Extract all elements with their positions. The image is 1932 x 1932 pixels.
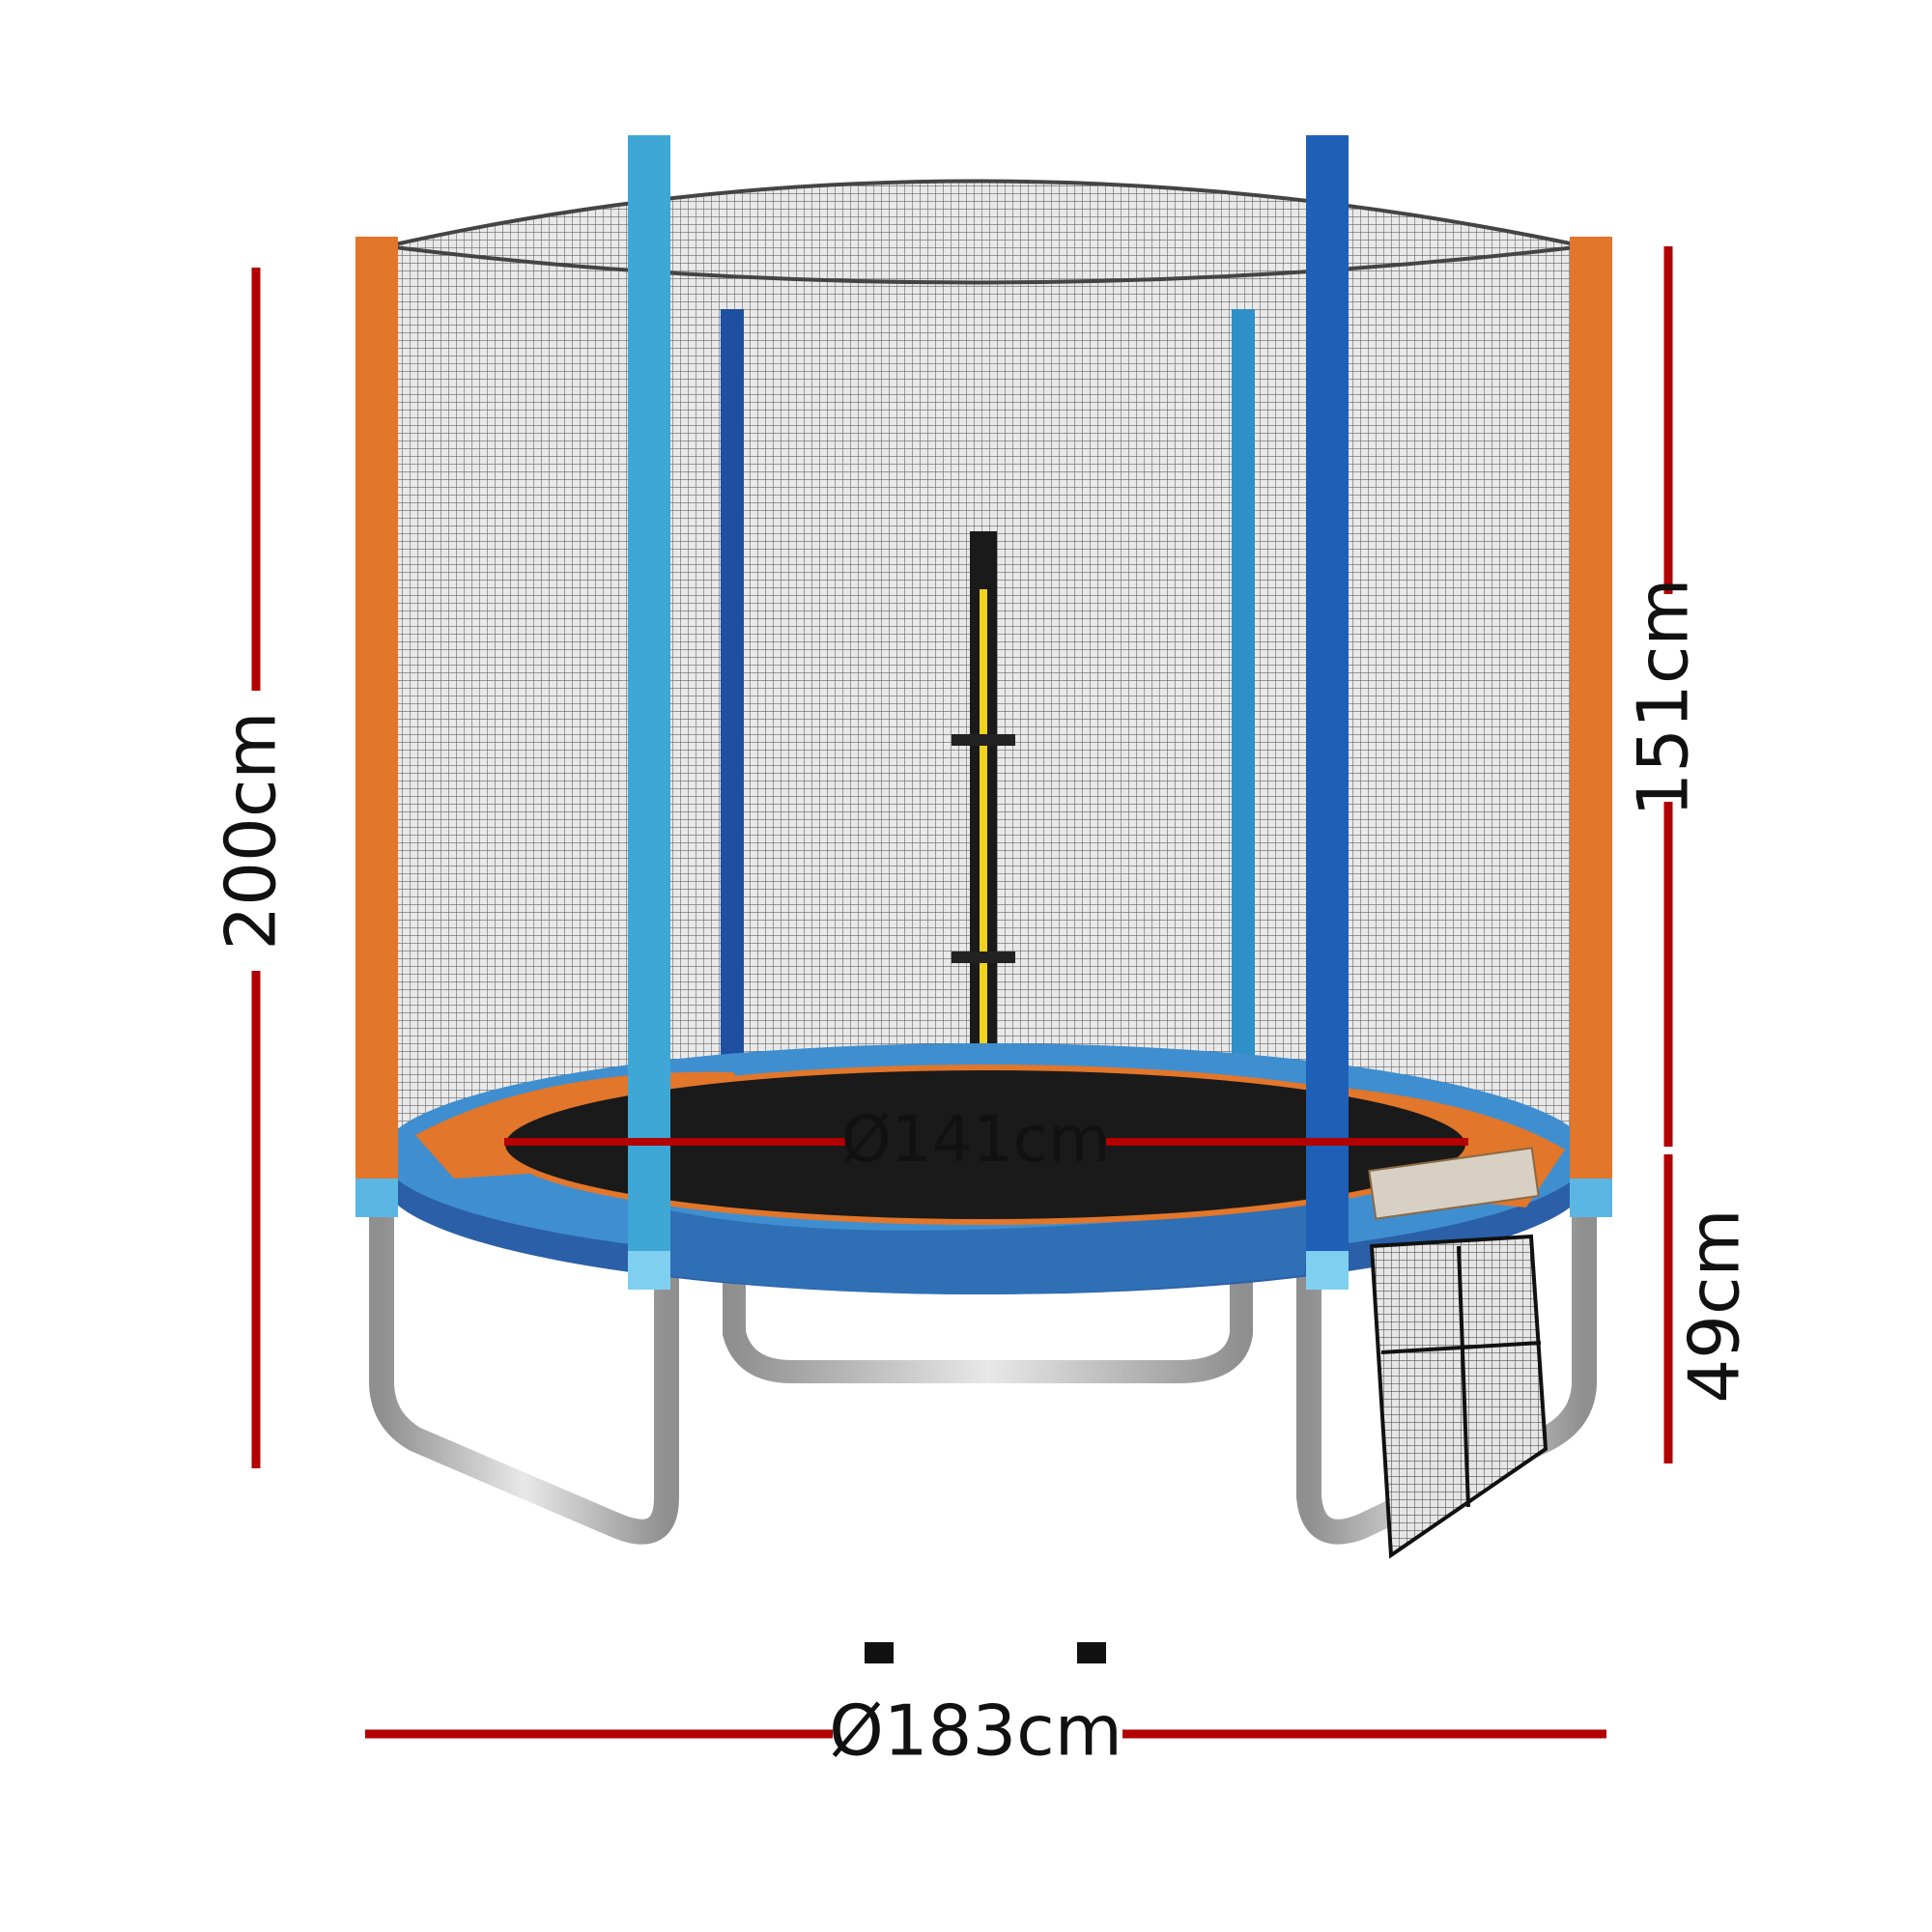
pole-blue-right <box>1306 135 1349 1256</box>
pole-orange-left <box>355 237 398 1183</box>
frame-diameter-label: Ø183cm <box>829 1690 1122 1772</box>
dimension-annotations: 200cm 151cm 49cm Ø141cm Ø183cm <box>211 246 1755 1772</box>
frame-height-dimension: 49cm <box>1663 1154 1755 1463</box>
frame-diameter-dimension: Ø183cm <box>365 1690 1606 1772</box>
enclosure-height-label: 151cm <box>1623 578 1704 816</box>
safety-net <box>385 179 1585 1174</box>
total-height-dimension: 200cm <box>211 268 292 1468</box>
back-pole-right <box>1232 309 1255 1082</box>
back-pole-left <box>721 309 744 1082</box>
mat-diameter-label: Ø141cm <box>841 1102 1111 1177</box>
total-height-label: 200cm <box>211 711 292 950</box>
jumping-mat <box>502 1067 1468 1222</box>
frame-height-label: 49cm <box>1674 1208 1755 1403</box>
shoe-bag <box>1369 1234 1548 1559</box>
front-poles <box>355 135 1612 1290</box>
warning-label <box>1368 1147 1540 1220</box>
pole-orange-right <box>1570 237 1612 1183</box>
enclosure-height-dimension: 151cm <box>1623 246 1704 1147</box>
mat-diameter-dimension: Ø141cm <box>504 1102 1468 1177</box>
pole-light-blue-left <box>628 135 670 1256</box>
ladder <box>865 1247 1106 1663</box>
trampoline-illustration <box>355 135 1612 1663</box>
